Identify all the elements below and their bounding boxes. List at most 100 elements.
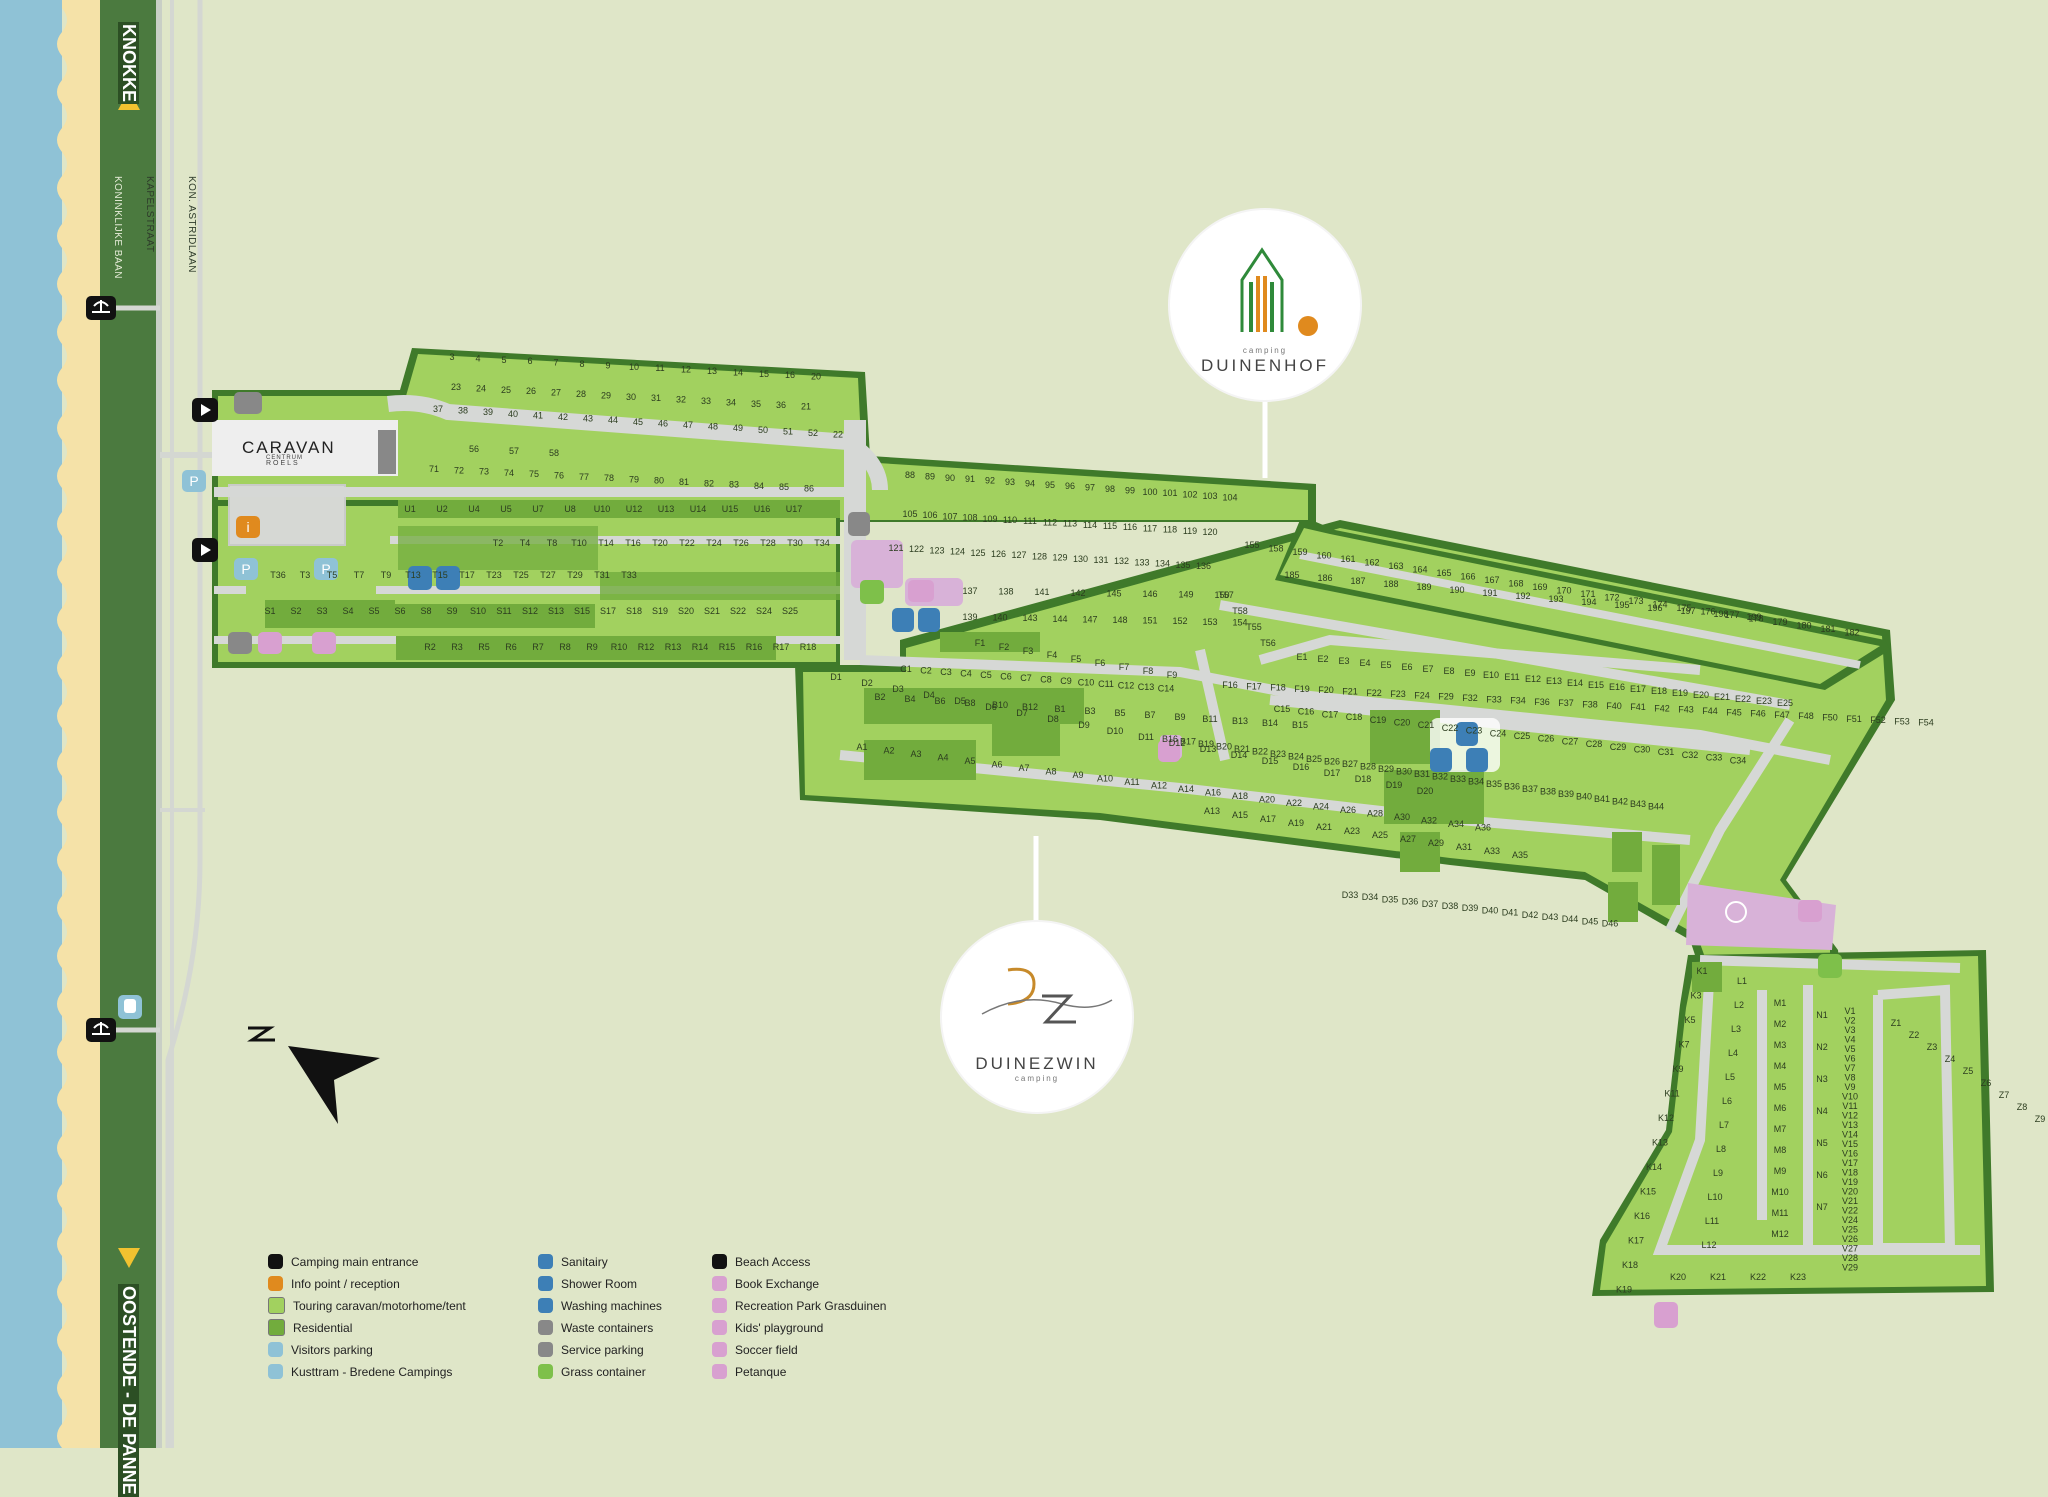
- plot-label[interactable]: T4: [520, 538, 531, 548]
- plot-label[interactable]: T17: [459, 570, 475, 580]
- plot-label[interactable]: 96: [1065, 481, 1075, 491]
- plot-label[interactable]: F38: [1582, 700, 1598, 710]
- plot-label[interactable]: E14: [1567, 678, 1583, 688]
- plot-label[interactable]: T13: [405, 570, 421, 580]
- plot-label[interactable]: E6: [1401, 662, 1412, 672]
- plot-label[interactable]: 44: [608, 415, 618, 425]
- plot-label[interactable]: 32: [676, 395, 686, 405]
- plot-label[interactable]: V22: [1842, 1206, 1858, 1216]
- sanitary-icon[interactable]: [918, 608, 940, 632]
- plot-label[interactable]: 81: [679, 477, 689, 487]
- plot-label[interactable]: B32: [1432, 772, 1448, 782]
- plot-label[interactable]: N7: [1816, 1202, 1828, 1212]
- plot-label[interactable]: B28: [1360, 762, 1376, 772]
- plot-label[interactable]: R18: [800, 642, 817, 652]
- playground-icon[interactable]: [1798, 900, 1822, 922]
- plot-label[interactable]: S10: [470, 606, 486, 616]
- plot-label[interactable]: C15: [1274, 704, 1291, 714]
- plot-label[interactable]: A10: [1097, 774, 1113, 784]
- plot-label[interactable]: 147: [1082, 614, 1097, 624]
- plot-label[interactable]: 165: [1436, 568, 1451, 578]
- plot-label[interactable]: 191: [1482, 588, 1497, 598]
- plot-label[interactable]: C11: [1098, 679, 1114, 689]
- plot-label[interactable]: E2: [1317, 654, 1328, 664]
- plot-label[interactable]: A9: [1072, 770, 1083, 780]
- plot-label[interactable]: 104: [1222, 492, 1237, 502]
- plot-label[interactable]: C1: [900, 664, 912, 674]
- plot-label[interactable]: 116: [1123, 522, 1137, 532]
- plot-label[interactable]: C13: [1138, 682, 1155, 692]
- plot-label[interactable]: E1: [1296, 652, 1307, 662]
- plot-label[interactable]: D44: [1562, 914, 1579, 924]
- waste-icon[interactable]: [234, 392, 262, 414]
- plot-label[interactable]: B19: [1198, 739, 1214, 749]
- plot-label[interactable]: R2: [424, 642, 436, 652]
- plot-label[interactable]: C3: [940, 667, 952, 677]
- plot-label[interactable]: F22: [1366, 688, 1382, 698]
- plot-label[interactable]: 163: [1388, 561, 1403, 571]
- plot-label[interactable]: 10: [629, 362, 639, 372]
- plot-label[interactable]: B20: [1216, 742, 1232, 752]
- plot-label[interactable]: S11: [496, 606, 511, 616]
- plot-label[interactable]: S19: [652, 606, 668, 616]
- plot-label[interactable]: E19: [1672, 688, 1688, 698]
- parking-icon[interactable]: P: [234, 558, 258, 580]
- plot-label[interactable]: 24: [476, 383, 486, 393]
- main-entrance-icon[interactable]: [192, 398, 218, 422]
- plot-label[interactable]: 146: [1142, 589, 1157, 599]
- plot-label[interactable]: K5: [1684, 1015, 1695, 1025]
- plot-label[interactable]: 84: [754, 481, 764, 491]
- plot-label[interactable]: 45: [633, 417, 643, 427]
- plot-label[interactable]: 164: [1412, 565, 1427, 575]
- plot-label[interactable]: U15: [722, 504, 739, 514]
- plot-label[interactable]: F36: [1534, 697, 1550, 707]
- plot-label[interactable]: M9: [1774, 1166, 1787, 1176]
- parking-icon[interactable]: P: [182, 470, 206, 492]
- plot-label[interactable]: C18: [1346, 712, 1363, 722]
- plot-label[interactable]: S6: [394, 606, 405, 616]
- plot-label[interactable]: A23: [1344, 826, 1360, 836]
- plot-label[interactable]: B29: [1378, 764, 1394, 774]
- plot-label[interactable]: E20: [1693, 690, 1709, 700]
- plot-label[interactable]: 160: [1316, 551, 1331, 561]
- plot-label[interactable]: 189: [1416, 582, 1431, 592]
- plot-label[interactable]: A33: [1484, 846, 1500, 856]
- plot-label[interactable]: U8: [564, 504, 576, 514]
- plot-label[interactable]: F17: [1246, 681, 1262, 691]
- plot-label[interactable]: 173: [1628, 596, 1643, 606]
- plot-label[interactable]: 168: [1508, 579, 1523, 589]
- plot-label[interactable]: A31: [1456, 842, 1472, 852]
- plot-label[interactable]: 52: [808, 428, 818, 438]
- plot-label[interactable]: B12: [1022, 702, 1038, 712]
- plot-label[interactable]: E17: [1630, 684, 1646, 694]
- plot-label[interactable]: 161: [1340, 554, 1355, 564]
- plot-label[interactable]: 97: [1085, 483, 1095, 493]
- plot-label[interactable]: K19: [1616, 1285, 1632, 1295]
- plot-label[interactable]: 149: [1178, 590, 1193, 600]
- plot-label[interactable]: 105: [902, 509, 917, 519]
- plot-label[interactable]: 85: [779, 482, 789, 492]
- plot-label[interactable]: R10: [611, 642, 628, 652]
- plot-label[interactable]: D11: [1138, 732, 1154, 742]
- plot-label[interactable]: T5: [327, 570, 338, 580]
- plot-label[interactable]: V14: [1842, 1130, 1858, 1140]
- plot-label[interactable]: K17: [1628, 1236, 1644, 1246]
- plot-label[interactable]: 112: [1043, 517, 1057, 527]
- plot-label[interactable]: T8: [547, 538, 558, 548]
- plot-label[interactable]: 38: [458, 406, 468, 416]
- plot-label[interactable]: D4: [923, 690, 935, 700]
- plot-label[interactable]: 35: [751, 399, 761, 409]
- plot-label[interactable]: F53: [1894, 716, 1910, 726]
- plot-label[interactable]: K7: [1678, 1040, 1689, 1050]
- plot-label[interactable]: 11: [655, 363, 664, 373]
- plot-label[interactable]: Z2: [1909, 1030, 1920, 1040]
- plot-label[interactable]: T33: [621, 570, 637, 580]
- plot-label[interactable]: V28: [1842, 1253, 1858, 1263]
- plot-label[interactable]: K20: [1670, 1272, 1686, 1282]
- service-parking-icon[interactable]: [848, 512, 870, 536]
- plot-label[interactable]: 175: [1676, 603, 1691, 613]
- plot-label[interactable]: T2: [493, 538, 504, 548]
- plot-label[interactable]: 115: [1103, 521, 1117, 531]
- plot-label[interactable]: T28: [760, 538, 776, 548]
- plot-label[interactable]: C23: [1466, 726, 1483, 736]
